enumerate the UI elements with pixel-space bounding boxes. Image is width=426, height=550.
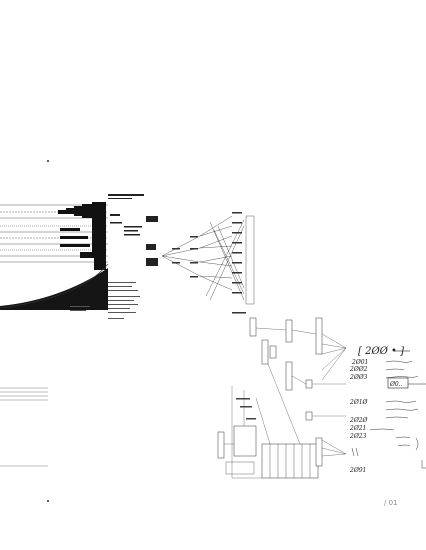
timeline-strip <box>0 204 108 263</box>
notes-code-2: 2ØØ2 <box>349 366 368 373</box>
notes-code-5: 2Ø2Ø <box>349 417 369 424</box>
notes-header: [ 2ØØ • ] <box>358 346 404 357</box>
notes-code-4: 2Ø1Ø <box>349 399 369 406</box>
timeline-labels <box>108 194 158 266</box>
flow-diagram-columns <box>269 444 311 478</box>
notes-code-8: 2Ø91 <box>349 467 366 474</box>
notes-code-3: 2ØØ3 <box>349 374 368 381</box>
rule-group-lower-left <box>0 387 48 467</box>
flow-diagram-labels <box>225 398 256 475</box>
notes-box-label: Ø0.. <box>389 381 403 388</box>
tree-diagram <box>161 215 255 305</box>
registration-mark-top <box>47 160 49 162</box>
flow-diagram <box>217 317 323 479</box>
registration-mark-bottom <box>47 500 49 502</box>
notes-code-7: 2Ø23 <box>349 433 367 440</box>
notes-code-1: 2Ø01 <box>351 359 368 366</box>
page-number: / 01 <box>384 499 398 507</box>
curve-line <box>0 263 109 309</box>
timeline-blocks <box>58 202 106 270</box>
notes-box <box>387 377 409 389</box>
notes-code-6: 2Ø21 <box>349 425 366 432</box>
tree-labels <box>172 212 246 314</box>
text-block-small <box>70 282 140 319</box>
notes-scribbles <box>351 360 426 469</box>
curve-area <box>0 268 108 310</box>
flow-diagram-connectors <box>224 327 347 479</box>
